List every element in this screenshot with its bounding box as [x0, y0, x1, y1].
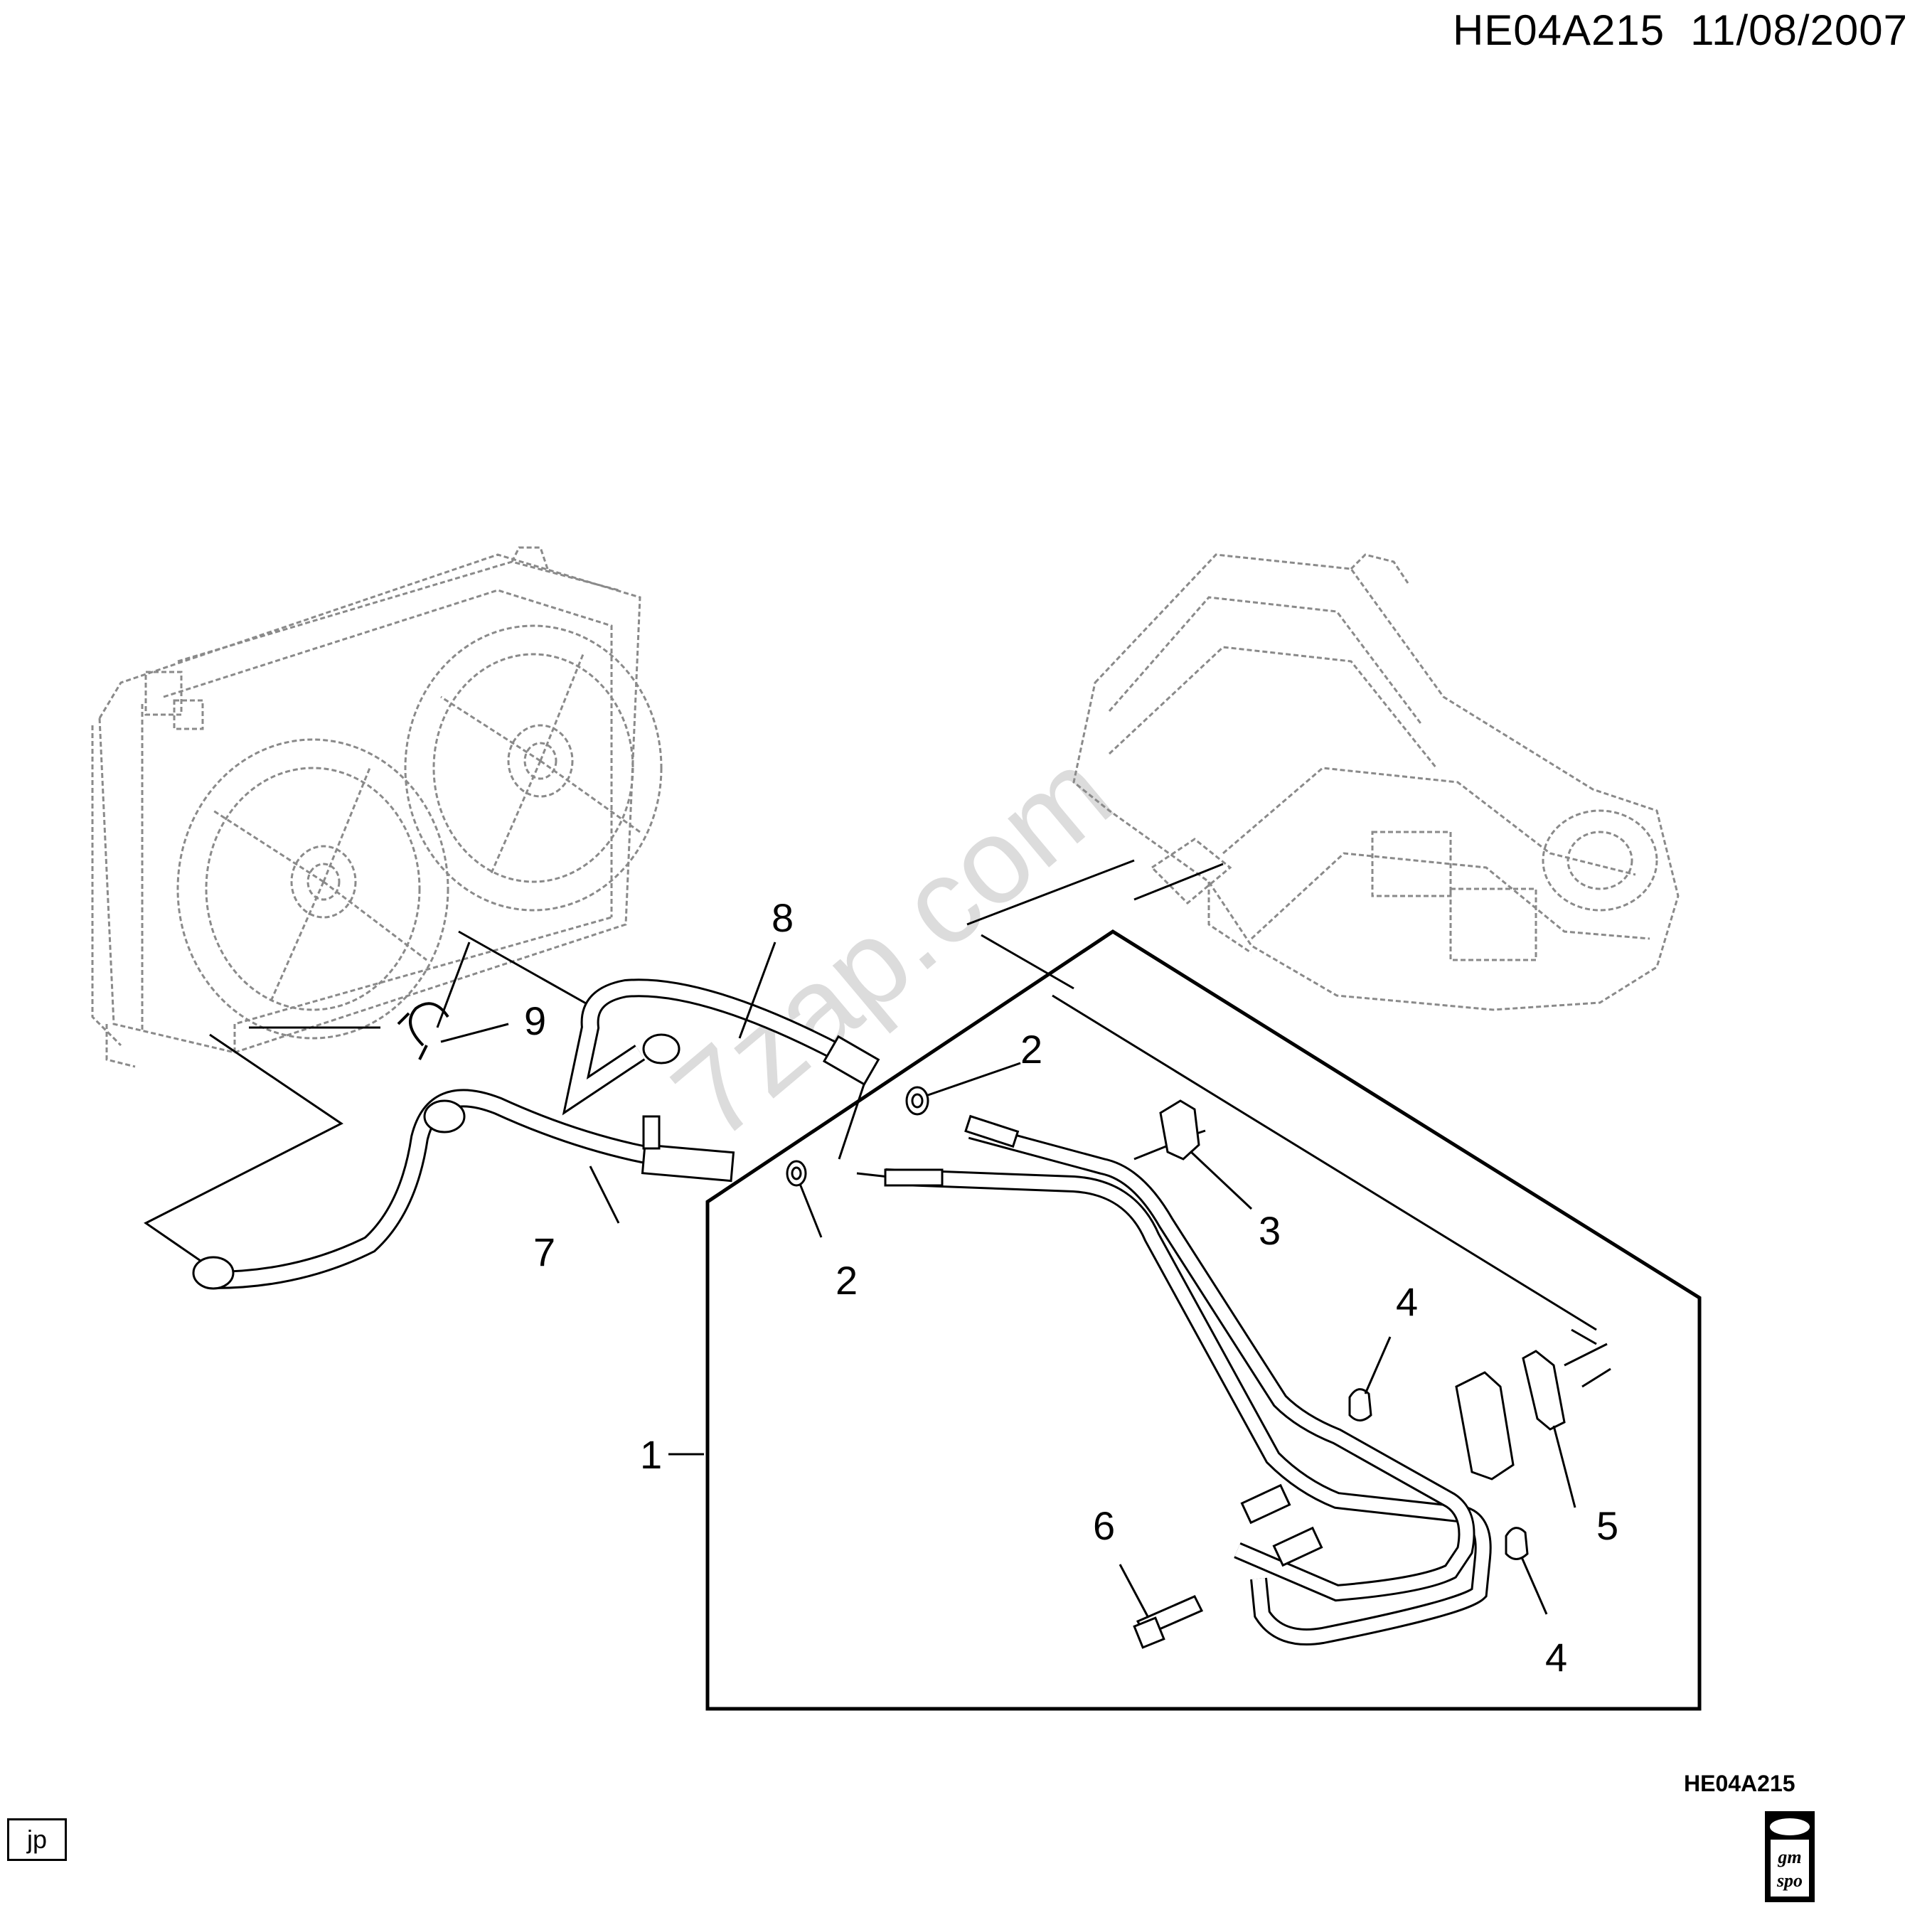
callout-3: 3 — [1259, 1208, 1281, 1253]
logo-gm: gm — [1777, 1847, 1801, 1867]
clip-4-upper — [1348, 1388, 1372, 1421]
gm-spo-logo-icon: gm spo — [1765, 1811, 1815, 1902]
callout-leaders — [440, 942, 1576, 1618]
transmission-illustration — [1072, 553, 1680, 1011]
callout-1: 1 — [640, 1432, 662, 1477]
callout-7: 7 — [533, 1229, 555, 1274]
bracket-3 — [1159, 1099, 1200, 1161]
callout-4-lower: 4 — [1545, 1635, 1567, 1680]
cooler-pipes — [884, 1114, 1492, 1645]
jp-label: jp — [26, 1825, 48, 1854]
diagram-code: HE04A215 — [1452, 6, 1665, 54]
callout-9: 9 — [524, 998, 546, 1043]
callout-4-upper: 4 — [1396, 1279, 1418, 1324]
cooler-hose-8 — [562, 978, 880, 1116]
bolt-icon — [1133, 1595, 1204, 1649]
seal-2-upper — [905, 1086, 929, 1116]
logo-spo: spo — [1776, 1870, 1803, 1891]
callout-2-upper: 2 — [1020, 1027, 1042, 1072]
radiator-fan-assembly-illustration — [91, 546, 663, 1068]
clip-9 — [397, 1002, 449, 1060]
reference-code: HE04A215 — [1684, 1771, 1795, 1796]
seal-2-lower — [786, 1160, 807, 1187]
assembly-frame — [705, 929, 1702, 1711]
callout-6: 6 — [1093, 1503, 1115, 1548]
callouts: 1 2 2 3 4 4 5 6 7 8 9 — [524, 895, 1618, 1680]
diagram-header: HE04A215 11/08/2007 — [1427, 6, 1908, 55]
gasket-5 — [1522, 1350, 1566, 1431]
callout-5: 5 — [1596, 1503, 1618, 1548]
jp-box: jp — [7, 1818, 67, 1861]
watermark: 7zap.com — [649, 725, 1137, 1165]
cooler-hose-7 — [192, 1089, 735, 1290]
callout-2-lower: 2 — [836, 1258, 858, 1303]
diagram-date: 11/08/2007 — [1690, 6, 1908, 54]
clip-4-lower — [1505, 1527, 1529, 1560]
callout-8: 8 — [772, 895, 794, 940]
connector-block — [1455, 1371, 1515, 1481]
